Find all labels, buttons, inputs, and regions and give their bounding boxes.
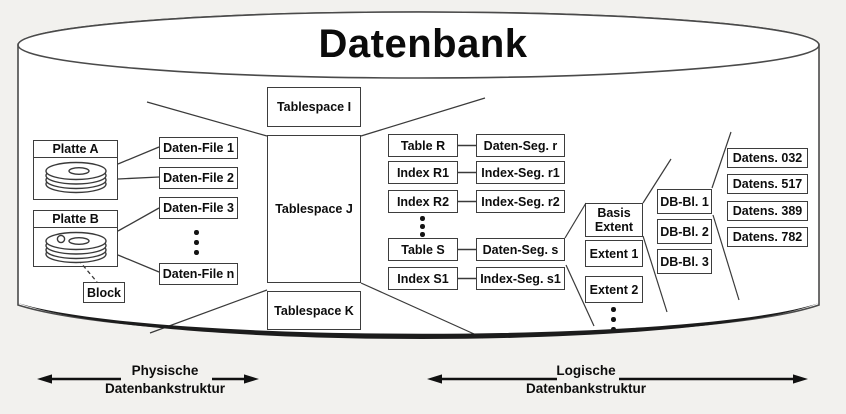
extent-2-box: Extent 2 — [585, 276, 643, 303]
legend-logical: Logische Datenbankstruktur — [521, 362, 651, 398]
record-389-box: Datens. 389 — [727, 201, 808, 221]
block-box: Block — [83, 282, 125, 303]
index-s1-box: Index S1 — [388, 267, 458, 290]
arrowhead-right-icon — [244, 374, 259, 384]
disk-platte-a-label: Platte A — [34, 141, 117, 158]
index-r1-box: Index R1 — [388, 161, 458, 184]
basis-extent-box: Basis Extent — [585, 203, 643, 237]
table-segment-connectors — [458, 144, 476, 280]
extent-1-box: Extent 1 — [585, 240, 643, 267]
index-r2-box: Index R2 — [388, 190, 458, 213]
disk-platte-a: Platte A — [33, 140, 118, 200]
vertical-ellipsis-files — [194, 230, 199, 255]
cylinder-bottom-shadow — [18, 303, 819, 339]
table-r-box: Table R — [388, 134, 458, 157]
record-782-box: Datens. 782 — [727, 227, 808, 247]
record-032-box: Datens. 032 — [727, 148, 808, 168]
diagram-title: Datenbank — [318, 22, 528, 66]
tablespace-j-box: Tablespace J — [267, 135, 361, 283]
legend-logical-line2: Datenbankstruktur — [525, 381, 647, 397]
daten-seg-s-box: Daten-Seg. s — [476, 238, 565, 261]
tablespace-i-box: Tablespace I — [267, 87, 361, 127]
arrowhead-left-icon — [427, 374, 442, 384]
data-file-2-box: Daten-File 2 — [159, 167, 238, 189]
legend-logical-line1: Logische — [556, 363, 616, 378]
db-block-3-box: DB-Bl. 3 — [657, 249, 712, 274]
arrowhead-right-icon — [793, 374, 808, 384]
index-seg-r2-box: Index-Seg. r2 — [476, 190, 565, 213]
disk-platte-b: Platte B — [33, 210, 118, 267]
disk-platte-b-label: Platte B — [34, 211, 117, 228]
db-block-1-box: DB-Bl. 1 — [657, 189, 712, 214]
legend-physical-line2: Datenbankstruktur — [104, 381, 226, 397]
vertical-ellipsis-extents — [611, 307, 616, 332]
table-s-box: Table S — [388, 238, 458, 261]
arrowhead-left-icon — [37, 374, 52, 384]
data-file-3-box: Daten-File 3 — [159, 197, 238, 219]
data-file-n-box: Daten-File n — [159, 263, 238, 285]
legend-physical-line1: Physische — [131, 363, 199, 378]
daten-seg-r-box: Daten-Seg. r — [476, 134, 565, 157]
record-517-box: Datens. 517 — [727, 174, 808, 194]
index-seg-s1-box: Index-Seg. s1 — [476, 267, 565, 290]
db-block-2-box: DB-Bl. 2 — [657, 219, 712, 244]
legend-physical: Physische Datenbankstruktur — [100, 362, 230, 398]
tablespace-k-box: Tablespace K — [267, 291, 361, 330]
vertical-ellipsis-tables — [420, 216, 425, 237]
data-file-1-box: Daten-File 1 — [159, 137, 238, 159]
disk-to-file-connectors — [117, 146, 160, 273]
index-seg-r1-box: Index-Seg. r1 — [476, 161, 565, 184]
